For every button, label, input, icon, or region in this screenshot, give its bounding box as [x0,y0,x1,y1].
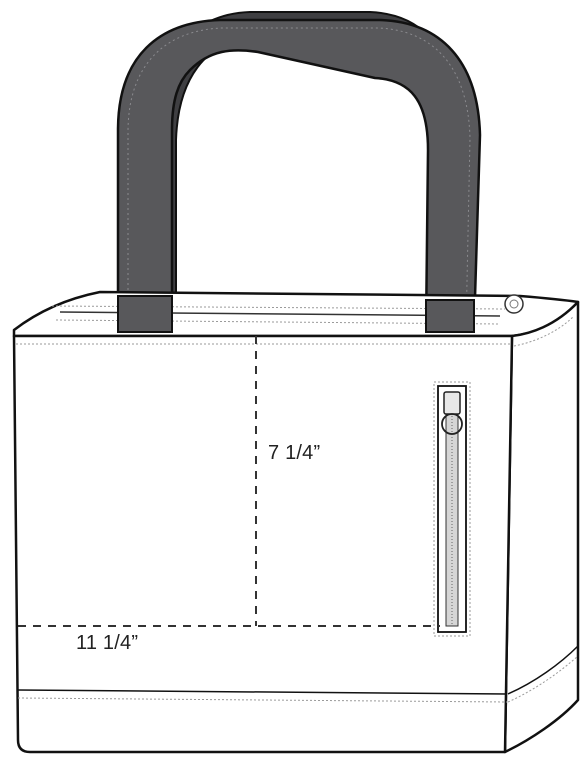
pocket-zipper-stitch [433,381,471,637]
handle-stitch [127,27,471,331]
side-stitch-top [513,315,575,347]
top-zipper-pull-inner [509,299,519,309]
bag-front-panel [12,334,514,754]
bottom-band-stitch [17,697,508,703]
side-bottom-seam [507,645,579,695]
pocket-zipper-slider [443,391,461,415]
height-dimension-label: 7 1/4” [268,442,321,464]
pocket-zipper-pull [441,413,463,435]
bottom-band-seam [17,689,508,695]
width-dimension-label: 11 1/4” [76,632,139,654]
front-handle-base-left [117,295,173,333]
top-zipper-pull [504,294,524,314]
bag-side-panel [503,300,580,754]
front-handle-base-right [425,299,475,333]
front-handle [116,18,482,332]
side-bottom-stitch [507,655,579,703]
